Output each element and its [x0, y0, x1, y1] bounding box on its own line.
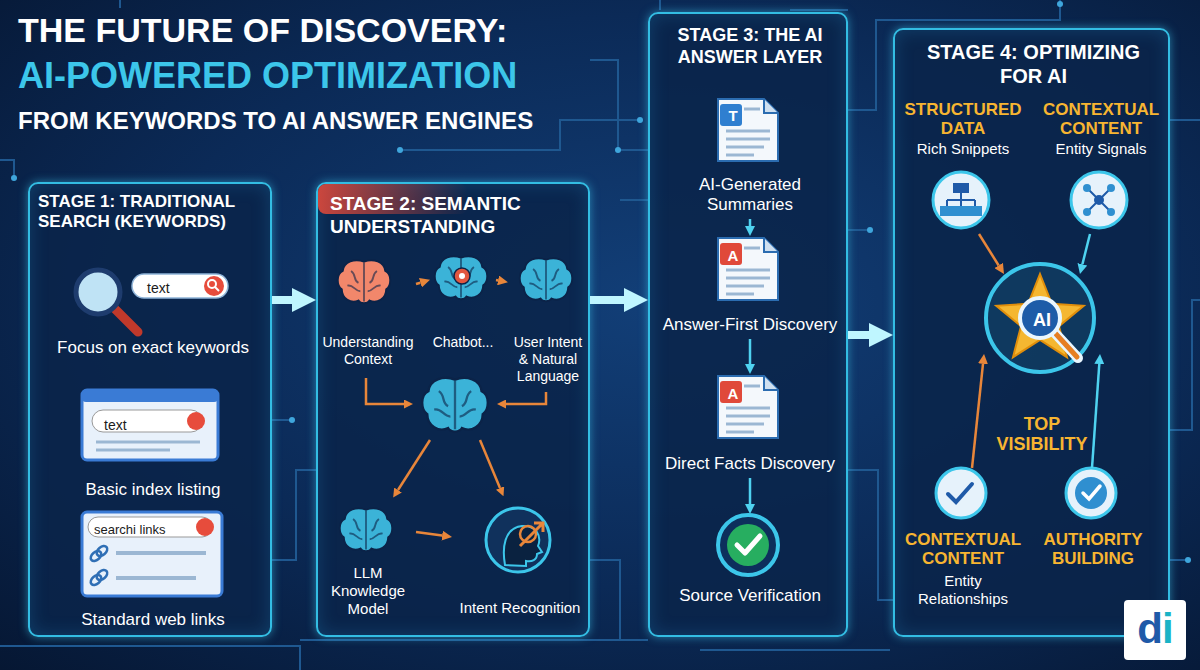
stage-item: A Answer-First Discovery [658, 236, 842, 339]
factor-text: Entity Signals [1040, 140, 1162, 158]
stage-item: AUTHORITY BUILDING [1032, 468, 1154, 572]
flow-arrow [750, 339, 751, 364]
stage-panel: STAGE 3: THE AI ANSWER LAYER T AI-Generate… [648, 12, 848, 637]
arrow-line [979, 234, 999, 266]
arrow-glow [848, 326, 893, 344]
factor-text: Rich Snippets [904, 140, 1022, 158]
flow-arrow [416, 532, 442, 536]
item-caption: Focus on exact keywords [42, 338, 264, 358]
search-field-text: text [104, 416, 164, 434]
arrow-line [1092, 364, 1099, 468]
diagram-subtitle: AI-POWERED OPTIMIZATION [18, 54, 658, 98]
factor-heading: CONTEXTUAL CONTENT [1040, 100, 1162, 138]
stage-flow-arrow [272, 300, 316, 301]
stage-heading: STAGE 3: THE AI ANSWER LAYER [656, 24, 844, 68]
stage-flow-arrow [590, 300, 648, 301]
stage-item: searchi linksStandard web links [42, 520, 264, 634]
stage-item: CONTEXTUAL CONTENT Entity Signals [1040, 100, 1162, 234]
arrow-line [272, 296, 292, 304]
stage-heading: STAGE 2: SEMANTIC UNDERSTANDING [330, 192, 580, 238]
stage-item: Chatbot... [430, 248, 496, 355]
flow-arrow [979, 234, 999, 266]
arrow-glow [272, 291, 316, 309]
icon-letter: T [722, 107, 744, 125]
item-caption: Intent Recognition [452, 599, 588, 617]
icon-letter: A [722, 385, 744, 403]
arrow-line [972, 364, 983, 468]
magnifier-search-icon [76, 270, 228, 332]
icon-letter: A [722, 247, 744, 265]
diagram-tagline: FROM KEYWORDS TO AI ANSWER ENGINES [18, 106, 658, 136]
stage-item: AI TOP VISIBILITY [984, 274, 1100, 458]
flow-arrow [1092, 364, 1099, 468]
verification-check [718, 515, 778, 575]
factor-heading: AUTHORITY BUILDING [1032, 530, 1154, 568]
stage-item: Understanding Context [320, 248, 416, 372]
top-visibility-star [986, 264, 1094, 372]
item-caption: User Intent & Natural Language [508, 334, 588, 385]
arrow-line [416, 283, 420, 284]
arrow-line [416, 532, 442, 536]
stage-heading: STAGE 1: TRADITIONAL SEARCH (KEYWORDS) [38, 192, 266, 232]
stage-item: Intent Recognition [452, 502, 588, 621]
result-heading: TOP VISIBILITY [984, 414, 1100, 454]
factor-heading: CONTEXTUAL CONTENT [902, 530, 1024, 568]
logo-box [1124, 600, 1186, 660]
flow-arrow [496, 280, 498, 281]
stage-item: STRUCTURED DATA Rich Snippets [904, 100, 1022, 234]
browser-window-icon [82, 390, 218, 460]
intent-icon [486, 508, 550, 572]
flow-arrow [416, 283, 420, 284]
arrow-line [749, 478, 752, 504]
item-caption: Standard web links [42, 610, 264, 630]
stage-item: User Intent & Natural Language [508, 248, 588, 389]
item-caption: Basic index listing [42, 480, 264, 500]
arrow-line [590, 296, 624, 304]
flow-arrow [972, 364, 983, 468]
ai-badge-text: AI [1022, 310, 1062, 330]
stage-item: A Direct Facts Discovery [658, 374, 842, 478]
stage-item: LLM Knowledge Model [320, 502, 416, 622]
logo-text: di [1124, 604, 1186, 654]
header-highlight [318, 184, 468, 214]
search-field-text: searchi links [94, 522, 194, 538]
flow-arrow [750, 478, 751, 504]
links-window-icon [82, 512, 222, 596]
stage-panel: STAGE 2: SEMANTIC UNDERSTANDING Understan… [316, 182, 590, 637]
arrow-line [848, 331, 869, 339]
stage-panel: STAGE 4: OPTIMIZING FOR AI STRUCTURED DAT… [893, 28, 1170, 637]
stage4-icons [933, 172, 1127, 518]
search-field-text: text [147, 279, 207, 297]
factor-text: Entity Relationships [902, 572, 1024, 608]
flow-arrow [750, 219, 751, 226]
item-caption: Understanding Context [320, 334, 416, 368]
flow-arrows [366, 378, 546, 490]
arrow-line [749, 339, 752, 364]
diagram-title: THE FUTURE OF DISCOVERY: [18, 10, 658, 50]
factor-heading: STRUCTURED DATA [904, 100, 1022, 138]
stage-item: Source Verification [658, 514, 842, 610]
stage-item: textBasic index listing [42, 407, 264, 504]
arrow-line [749, 219, 752, 226]
brain-icons [338, 256, 572, 551]
flow-arrow [1082, 234, 1090, 264]
arrow-line [1082, 234, 1090, 264]
item-caption: Direct Facts Discovery [658, 454, 842, 474]
arrow-line [496, 279, 498, 282]
item-caption: Answer-First Discovery [658, 315, 842, 335]
stage-heading: STAGE 4: OPTIMIZING FOR AI [905, 40, 1162, 88]
arrow-glow [590, 291, 648, 309]
item-caption: LLM Knowledge Model [320, 564, 416, 618]
item-caption: Source Verification [658, 586, 842, 606]
item-caption: Chatbot... [430, 334, 496, 351]
stage-item: textFocus on exact keywords [42, 260, 264, 362]
document-icons [718, 99, 778, 438]
stage-flow-arrow [848, 335, 893, 336]
stage-item: T AI-Generated Summaries [658, 97, 842, 219]
stage-panel: STAGE 1: TRADITIONAL SEARCH (KEYWORDS) te… [28, 182, 272, 637]
item-caption: AI-Generated Summaries [658, 175, 842, 215]
stage-item: CONTEXTUAL CONTENT Entity Relationships [902, 468, 1024, 612]
